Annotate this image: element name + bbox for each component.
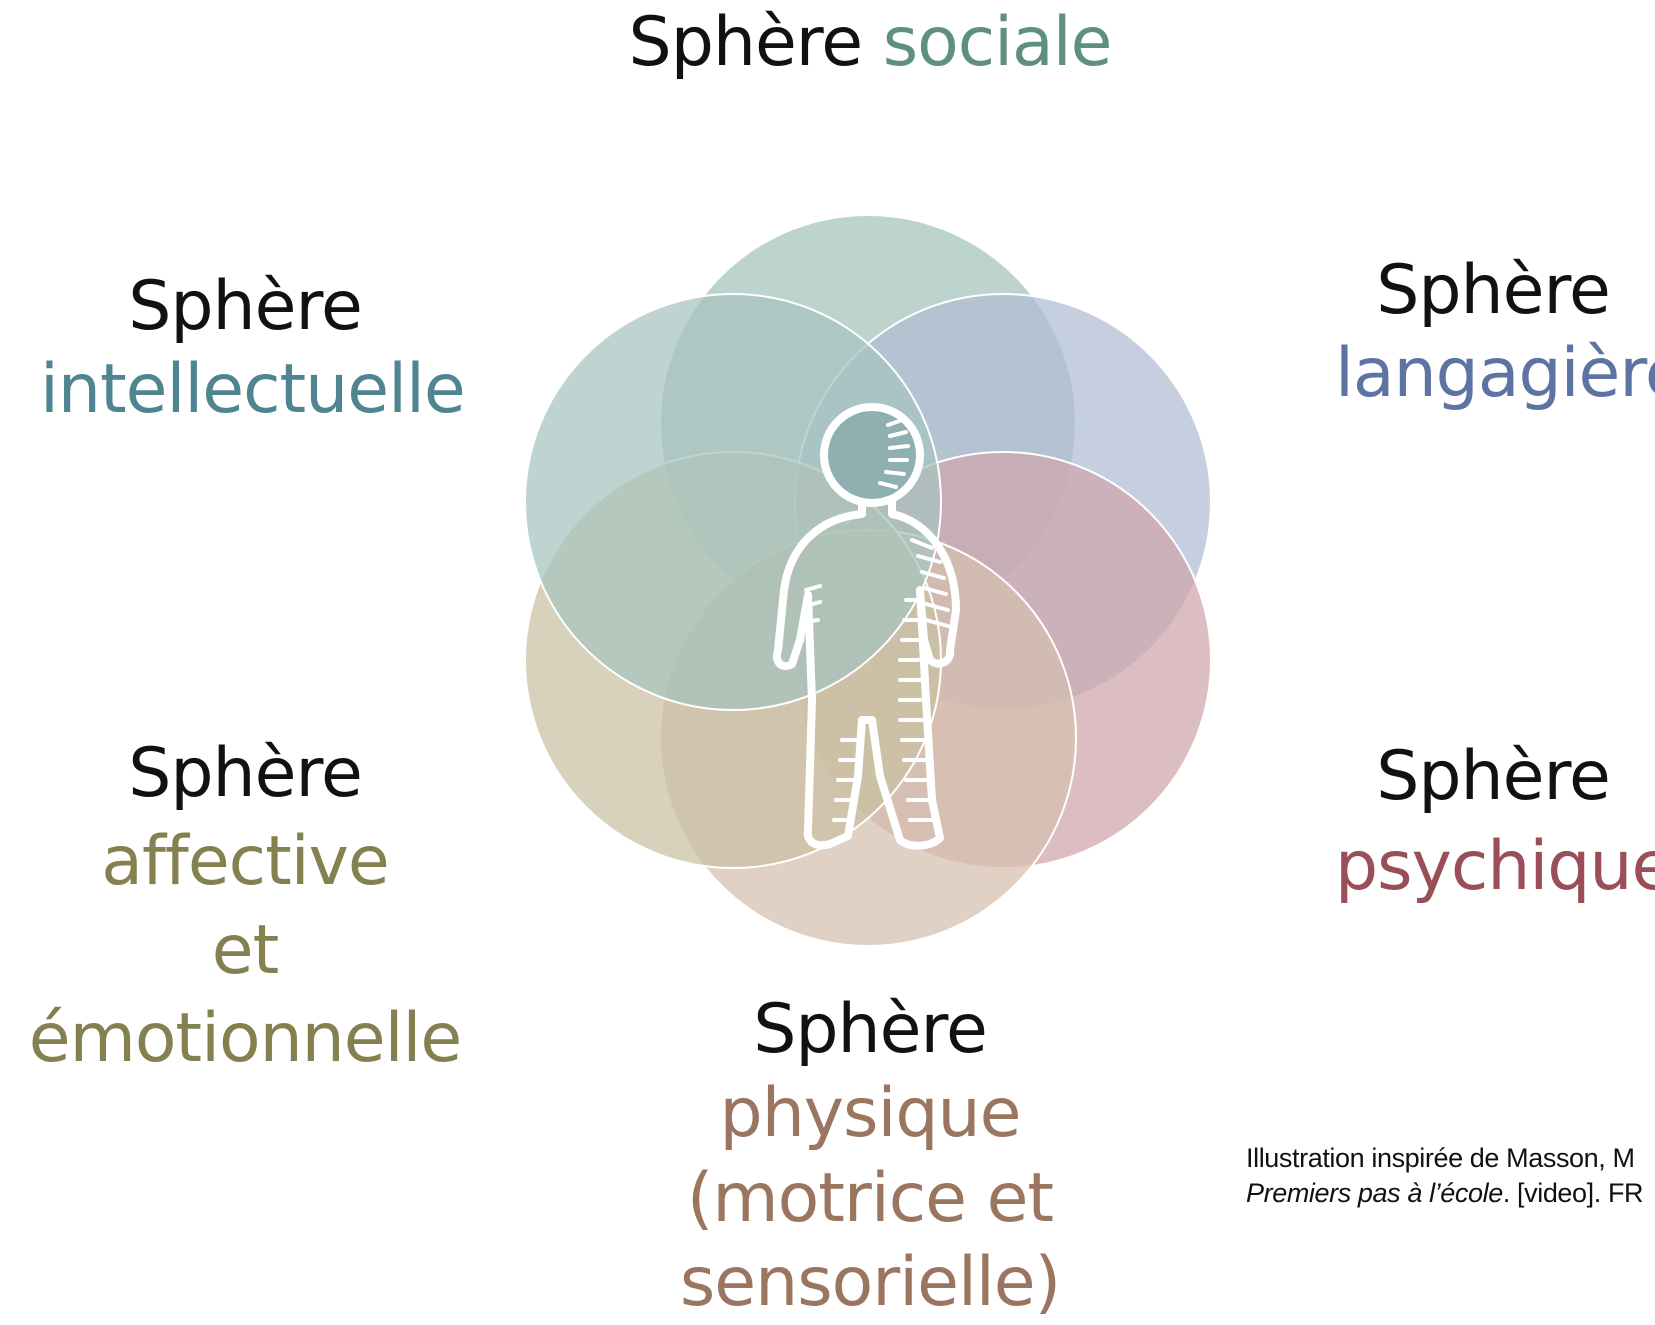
sphere-prefix: Sphère	[1376, 251, 1611, 330]
spheres-diagram	[524, 214, 1212, 947]
label-sphere-physique: Sphère physique (motrice et sensorielle)	[600, 988, 1140, 1325]
figure-head	[820, 403, 924, 507]
sphere-prefix: Sphère	[628, 3, 864, 82]
sphere-accent-physique-line3: sensorielle)	[679, 1242, 1061, 1322]
credit-line-2: Premiers pas à l’école. [video]. FR	[1246, 1176, 1655, 1211]
circle-intellectuelle	[524, 293, 942, 711]
illustration-credit: Illustration inspirée de Masson, M Premi…	[1246, 1141, 1655, 1211]
sphere-prefix: Sphère	[753, 990, 988, 1069]
label-sphere-langagiere: Sphère langagière	[1335, 250, 1655, 416]
sphere-prefix: Sphère	[1376, 737, 1611, 816]
figure-hatching	[804, 418, 950, 822]
credit-title: Premiers pas à l’école	[1246, 1178, 1503, 1209]
credit-line-1: Illustration inspirée de Masson, M	[1246, 1143, 1635, 1173]
sphere-prefix: Sphère	[128, 267, 363, 346]
label-sphere-affective: Sphère affective et émotionnelle	[0, 730, 490, 1084]
sphere-accent-intellectuelle: intellectuelle	[40, 349, 466, 429]
sphere-accent-physique-line2: (motrice et	[686, 1158, 1054, 1238]
figure-body	[773, 498, 960, 850]
credit-line-2-rest: . [video]. FR	[1502, 1178, 1644, 1209]
label-sphere-psychique: Sphère psychique	[1335, 732, 1655, 912]
child-figure-icon	[773, 403, 960, 850]
sphere-accent-psychique: psychique	[1335, 826, 1655, 906]
label-sphere-intellectuelle: Sphère intellectuelle	[40, 266, 466, 432]
sphere-prefix: Sphère	[128, 734, 363, 813]
sphere-accent-langagiere: langagière	[1335, 333, 1655, 413]
sphere-accent-affective-line2: et émotionnelle	[28, 910, 462, 1079]
label-sphere-sociale: Sphère sociale	[0, 3, 1655, 82]
sphere-accent-sociale: sociale	[882, 3, 1113, 82]
sphere-accent-physique: physique	[719, 1074, 1022, 1154]
sphere-accent-affective: affective	[101, 822, 389, 902]
